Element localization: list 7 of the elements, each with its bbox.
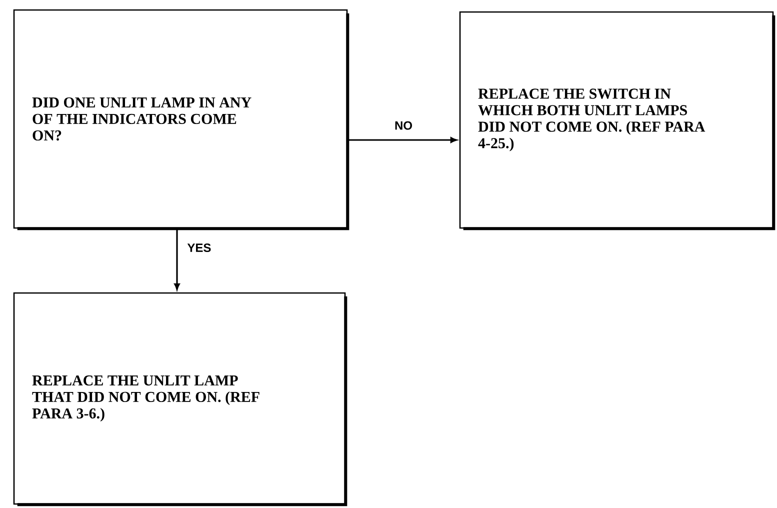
process-box: DID ONE UNLIT LAMP IN ANY OF THE INDICATORS COME ON? <box>13 9 350 230</box>
edge-label: YES <box>186 242 212 253</box>
arrow <box>174 228 180 290</box>
arrow <box>348 137 457 143</box>
edge-label: NO <box>394 120 414 131</box>
process-box: REPLACE THE UNLIT LAMP THAT DID NOT COME ON. (REF PARA 3-6.) <box>13 292 348 506</box>
process-box: REPLACE THE SWITCH IN WHICH BOTH UNLIT LAMPS DID NOT COME ON. (REF PARA 4-25.) <box>459 11 776 230</box>
